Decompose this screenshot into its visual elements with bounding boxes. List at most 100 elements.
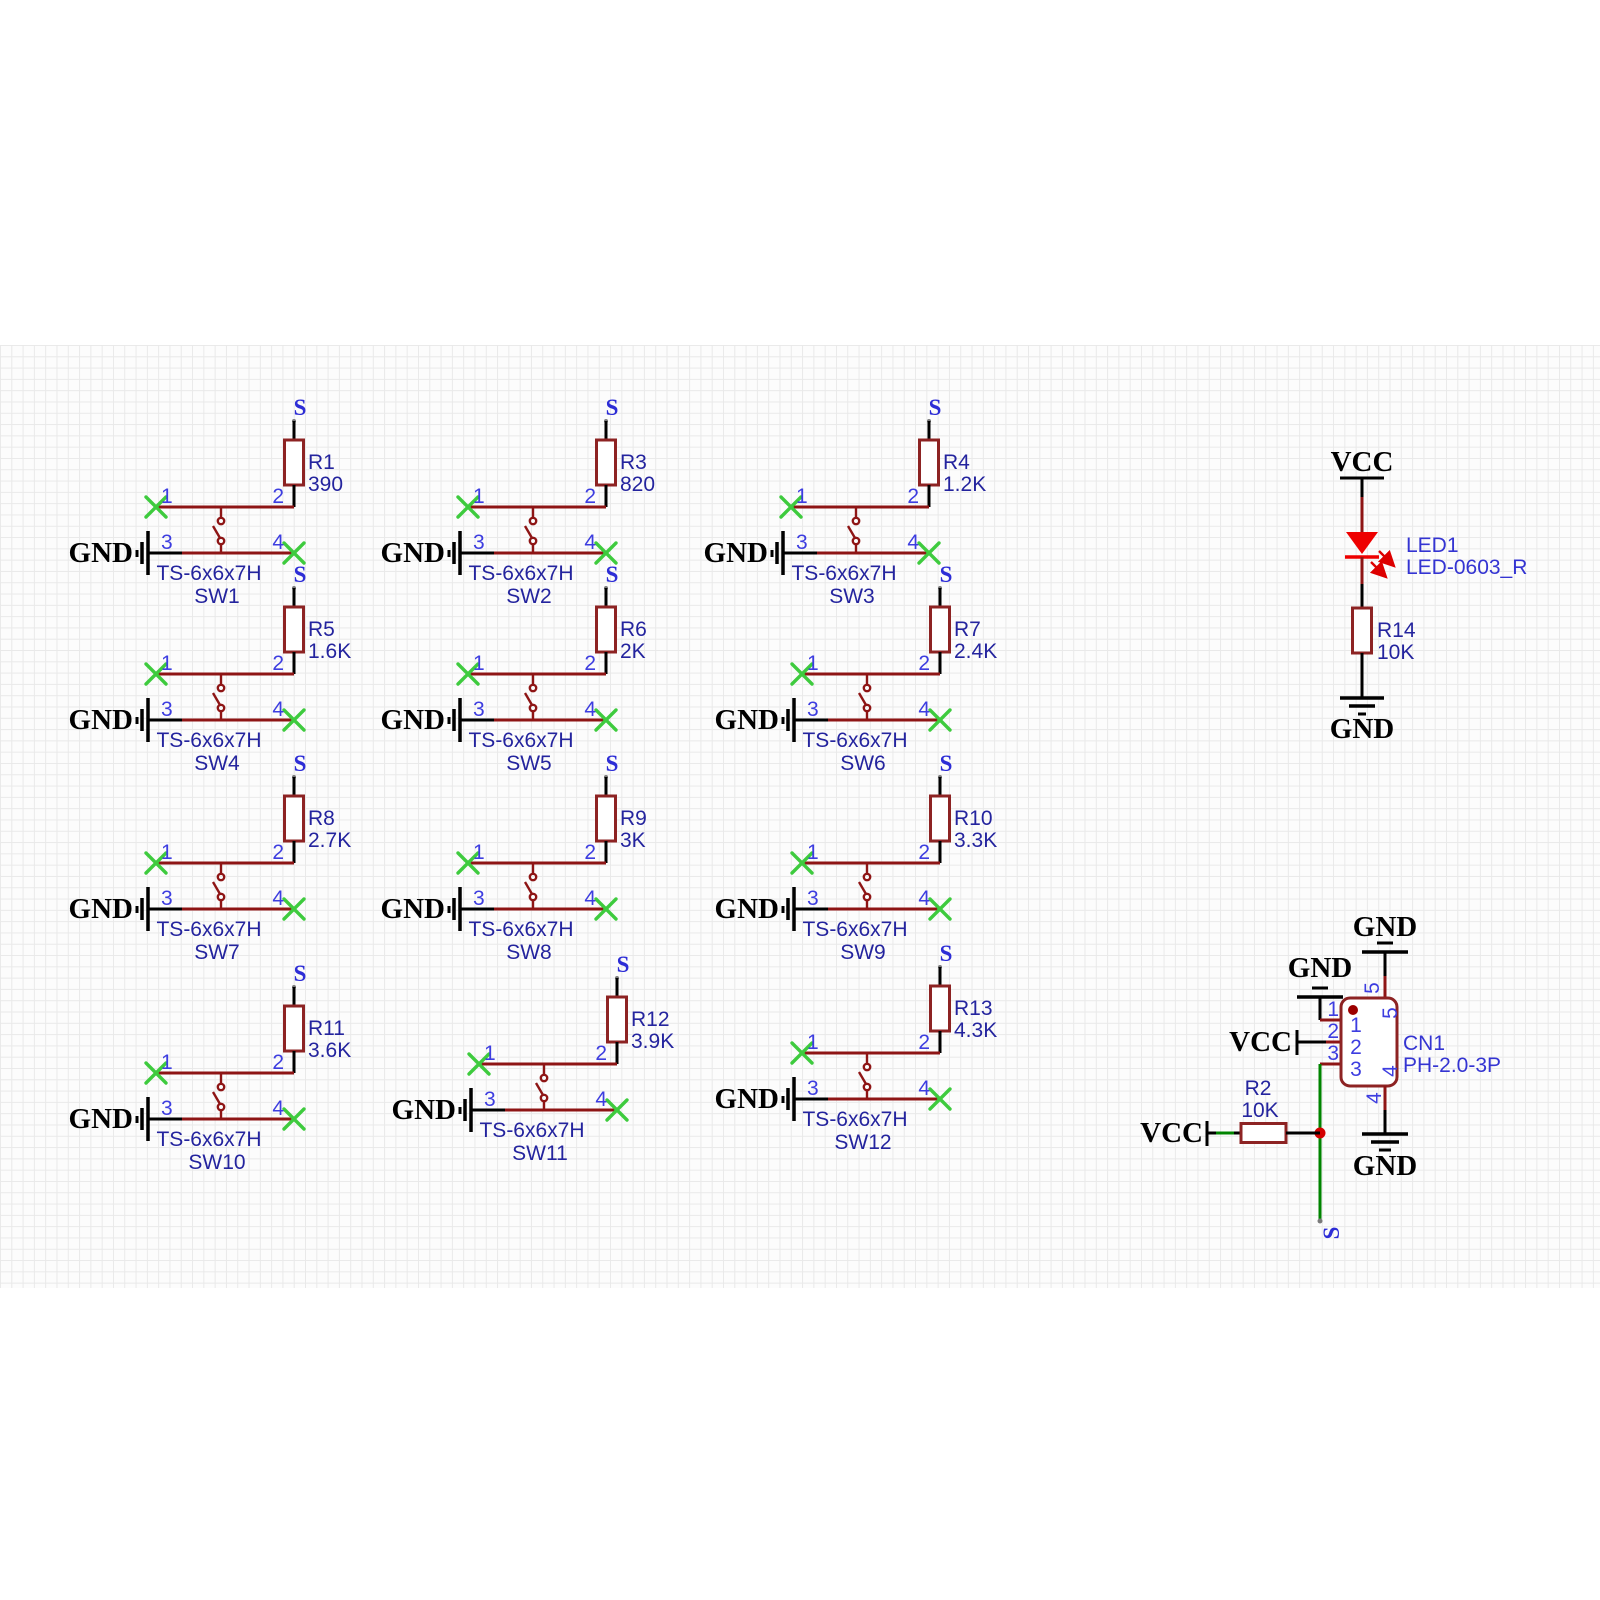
led-symbol[interactable] bbox=[1346, 532, 1378, 554]
resistor-ref-label[interactable]: R2 bbox=[1245, 1077, 1272, 1100]
ground-symbol[interactable] bbox=[781, 887, 796, 931]
resistor-ref-label[interactable]: R14 bbox=[1377, 619, 1416, 642]
switch-part-label[interactable]: TS-6x6x7H bbox=[156, 729, 261, 752]
switch-part-label[interactable]: TS-6x6x7H bbox=[479, 1119, 584, 1142]
resistor-value-label[interactable]: 820 bbox=[620, 473, 655, 496]
switch-ref-label[interactable]: SW10 bbox=[188, 1151, 245, 1174]
gnd-label[interactable]: GND bbox=[69, 893, 133, 925]
gnd-label[interactable]: GND bbox=[392, 1094, 456, 1126]
pushbutton-symbol[interactable] bbox=[211, 1073, 226, 1119]
switch-ref-label[interactable]: SW6 bbox=[840, 752, 886, 775]
switch-part-label[interactable]: TS-6x6x7H bbox=[468, 729, 573, 752]
switch-part-label[interactable]: TS-6x6x7H bbox=[156, 562, 261, 585]
gnd-label[interactable]: GND bbox=[381, 537, 445, 569]
gnd-label[interactable]: GND bbox=[1288, 952, 1352, 984]
ground-symbol[interactable] bbox=[447, 887, 462, 931]
pushbutton-symbol[interactable] bbox=[523, 507, 538, 553]
resistor-symbol[interactable] bbox=[1239, 1122, 1288, 1144]
switch-part-label[interactable]: TS-6x6x7H bbox=[468, 918, 573, 941]
resistor-ref-label[interactable]: R3 bbox=[620, 451, 647, 474]
net-label-s[interactable]: S bbox=[294, 395, 307, 420]
gnd-label[interactable]: GND bbox=[1330, 713, 1394, 745]
pushbutton-symbol[interactable] bbox=[211, 674, 226, 720]
ground-symbol[interactable] bbox=[458, 1088, 473, 1132]
switch-part-label[interactable]: TS-6x6x7H bbox=[802, 918, 907, 941]
ground-symbol[interactable] bbox=[135, 698, 150, 742]
ground-symbol[interactable] bbox=[1297, 986, 1343, 999]
resistor-symbol[interactable] bbox=[929, 984, 951, 1033]
pushbutton-symbol[interactable] bbox=[211, 507, 226, 553]
switch-part-label[interactable]: TS-6x6x7H bbox=[156, 918, 261, 941]
resistor-ref-label[interactable]: R8 bbox=[308, 807, 335, 830]
resistor-ref-label[interactable]: R6 bbox=[620, 618, 647, 641]
connector-part-label[interactable]: PH-2.0-3P bbox=[1403, 1054, 1501, 1077]
net-label-s[interactable]: S bbox=[940, 751, 953, 776]
switch-part-label[interactable]: TS-6x6x7H bbox=[802, 1108, 907, 1131]
switch-ref-label[interactable]: SW8 bbox=[506, 941, 552, 964]
switch-ref-label[interactable]: SW3 bbox=[829, 585, 875, 608]
connector-symbol[interactable] bbox=[1339, 996, 1399, 1088]
resistor-ref-label[interactable]: R11 bbox=[308, 1017, 345, 1040]
led-part-label[interactable]: LED-0603_R bbox=[1406, 556, 1527, 579]
pushbutton-symbol[interactable] bbox=[846, 507, 861, 553]
switch-ref-label[interactable]: SW9 bbox=[840, 941, 886, 964]
net-label-s[interactable]: S bbox=[940, 941, 953, 966]
ground-symbol[interactable] bbox=[447, 698, 462, 742]
resistor-symbol[interactable] bbox=[283, 438, 305, 487]
net-label-s[interactable]: S bbox=[606, 751, 619, 776]
resistor-ref-label[interactable]: R13 bbox=[954, 997, 993, 1020]
net-label-s[interactable]: S bbox=[606, 395, 619, 420]
gnd-label[interactable]: GND bbox=[381, 704, 445, 736]
net-label-s[interactable]: S bbox=[294, 961, 307, 986]
switch-ref-label[interactable]: SW11 bbox=[512, 1142, 568, 1165]
resistor-symbol[interactable] bbox=[595, 438, 617, 487]
resistor-ref-label[interactable]: R5 bbox=[308, 618, 335, 641]
ground-symbol[interactable] bbox=[770, 531, 785, 575]
ground-symbol[interactable] bbox=[781, 1077, 796, 1121]
resistor-ref-label[interactable]: R12 bbox=[631, 1008, 670, 1031]
gnd-label[interactable]: GND bbox=[715, 704, 779, 736]
resistor-value-label[interactable]: 2.7K bbox=[308, 829, 351, 852]
gnd-label[interactable]: GND bbox=[69, 1103, 133, 1135]
net-label-s[interactable]: S bbox=[294, 751, 307, 776]
resistor-value-label[interactable]: 3.3K bbox=[954, 829, 997, 852]
switch-ref-label[interactable]: SW7 bbox=[194, 941, 240, 964]
connector-ref-label[interactable]: CN1 bbox=[1403, 1032, 1445, 1055]
switch-part-label[interactable]: TS-6x6x7H bbox=[468, 562, 573, 585]
switch-ref-label[interactable]: SW1 bbox=[194, 585, 240, 608]
gnd-label[interactable]: GND bbox=[715, 1083, 779, 1115]
pushbutton-symbol[interactable] bbox=[534, 1064, 549, 1110]
resistor-symbol[interactable] bbox=[929, 605, 951, 654]
resistor-symbol[interactable] bbox=[918, 438, 940, 487]
net-label-s[interactable]: S bbox=[940, 562, 953, 587]
pushbutton-symbol[interactable] bbox=[857, 674, 872, 720]
gnd-label[interactable]: GND bbox=[381, 893, 445, 925]
switch-part-label[interactable]: TS-6x6x7H bbox=[802, 729, 907, 752]
gnd-label[interactable]: GND bbox=[69, 537, 133, 569]
switch-part-label[interactable]: TS-6x6x7H bbox=[156, 1128, 261, 1151]
net-label-s[interactable]: S bbox=[617, 952, 630, 977]
gnd-label[interactable]: GND bbox=[69, 704, 133, 736]
resistor-symbol[interactable] bbox=[283, 794, 305, 843]
resistor-ref-label[interactable]: R4 bbox=[943, 451, 970, 474]
pushbutton-symbol[interactable] bbox=[857, 863, 872, 909]
ground-symbol[interactable] bbox=[447, 531, 462, 575]
vcc-label[interactable]: VCC bbox=[1331, 446, 1394, 478]
resistor-value-label[interactable]: 2K bbox=[620, 640, 646, 663]
resistor-value-label[interactable]: 4.3K bbox=[954, 1019, 997, 1042]
net-label-s[interactable]: S bbox=[1319, 1227, 1344, 1240]
led-ref-label[interactable]: LED1 bbox=[1406, 534, 1459, 557]
switch-ref-label[interactable]: SW2 bbox=[506, 585, 552, 608]
switch-ref-label[interactable]: SW5 bbox=[506, 752, 552, 775]
resistor-value-label[interactable]: 1.2K bbox=[943, 473, 986, 496]
ground-symbol[interactable] bbox=[1362, 941, 1408, 954]
resistor-value-label[interactable]: 2.4K bbox=[954, 640, 997, 663]
gnd-label[interactable]: GND bbox=[1353, 1150, 1417, 1182]
resistor-ref-label[interactable]: R9 bbox=[620, 807, 647, 830]
resistor-symbol[interactable] bbox=[1351, 606, 1373, 655]
switch-ref-label[interactable]: SW12 bbox=[834, 1131, 891, 1154]
ground-symbol[interactable] bbox=[135, 531, 150, 575]
ground-symbol[interactable] bbox=[135, 1097, 150, 1141]
resistor-value-label[interactable]: 390 bbox=[308, 473, 343, 496]
ground-symbol[interactable] bbox=[135, 887, 150, 931]
